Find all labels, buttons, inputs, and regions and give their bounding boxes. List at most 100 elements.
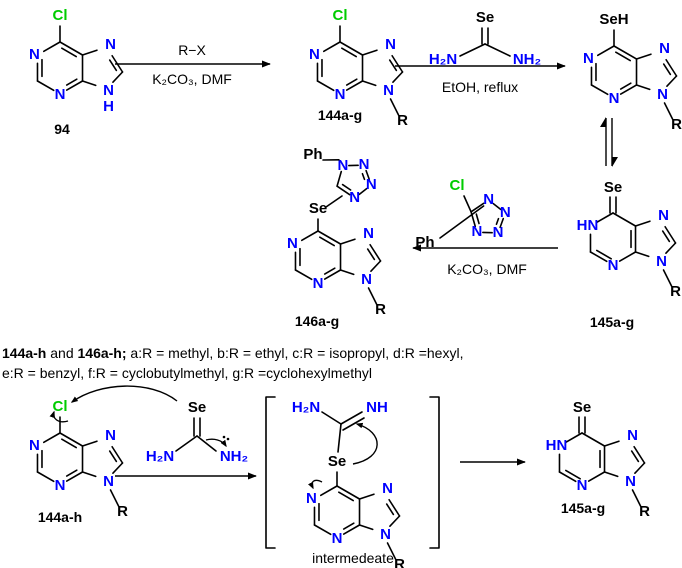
bond [492,202,502,211]
double-bond [388,59,398,72]
atom-n: N [103,82,114,99]
atom-n: N [363,225,374,242]
atom-n: N [29,46,40,63]
double-bond [341,183,352,191]
atom-n: N [332,530,343,547]
atom-cl-tetrazole: Cl [450,177,465,194]
bond [345,80,364,91]
bond [590,84,609,96]
bond [367,287,378,305]
double-bond [475,213,480,225]
atom-n: N [105,427,116,444]
double-bond [595,249,612,260]
bond [634,251,650,258]
atom-nh-intermediate: NH [366,399,388,416]
bond [339,269,355,276]
atom-n: N [349,189,360,206]
atom-n: N [29,437,40,454]
bond [42,41,61,53]
atom-n: N [609,90,620,107]
bond [336,485,361,500]
atom-h: H [103,98,114,115]
reaction-arrows [115,60,618,480]
curved-arrow-cl-leave [49,410,69,423]
footnote-line1: 144a-h and 146a-h; a:R = methyl, b:R = e… [2,345,463,361]
bond [603,471,619,478]
step1-reagent: R−X [178,42,206,58]
atom-nh: HN [577,217,599,234]
bond [596,45,615,57]
intermediate-brackets [265,396,440,549]
double-bond [61,438,78,449]
bond [370,260,382,273]
bond [499,217,505,229]
bond [589,251,608,263]
double-bond [619,82,632,90]
atom-n: N [383,82,394,99]
atom-n: N [493,224,504,241]
atom-r: R [670,283,681,300]
atom-n: N [309,46,320,63]
bond [300,230,319,242]
atom-cl-94: Cl [53,7,68,24]
bond [631,489,642,507]
bond [112,71,124,83]
atom-n: N [359,156,370,173]
atom-r: R [639,503,650,520]
bond [634,462,646,475]
atom-n: N [380,526,391,543]
atom-labels: Cl Cl SeH Se Se Cl Ph Ph Se H₂N NH₂ Cl S… [53,7,629,470]
atom-n: N [627,427,638,444]
bond [319,485,338,497]
bond [663,102,674,120]
double-bond [661,230,671,243]
bond [322,41,341,53]
double-bond [564,469,581,480]
curved-arrow-ring [307,479,323,490]
bond [619,84,638,95]
bond [81,80,97,87]
atom-r: R [375,301,386,318]
extra-bonds [59,25,617,487]
bond [587,471,606,482]
atom-n: N [583,50,594,67]
bond [635,53,652,60]
atom-n: N [335,86,346,103]
atom-n: N [382,480,393,497]
bond [613,45,638,60]
atom-r: R [394,556,405,568]
bond [388,498,401,517]
atom-nh: HN [546,437,568,454]
bond [81,471,97,478]
reaction-conditions: R−X K₂CO₃, DMF EtOH, reflux K₂CO₃, DMF [152,42,527,277]
bond [392,71,404,83]
label-146a-g: 146a-g [295,313,339,329]
label-144a-g: 144a-g [318,107,362,123]
atom-se-reagent-top: Se [476,9,494,26]
atom-n: N [366,176,377,193]
step2-conditions: EtOH, reflux [442,79,518,95]
label-144a-h: 144a-h [38,509,82,525]
bond [36,80,55,92]
bond [65,80,84,91]
label-145a-g-bottom: 145a-g [561,500,605,516]
bond [112,462,124,475]
bond [313,524,332,536]
bond [389,98,400,116]
atom-n: N [608,257,619,274]
bond [81,440,98,447]
bond [558,471,577,483]
atom-h2n-reagent-bottom: H₂N [146,448,174,465]
label-94: 94 [54,121,70,137]
atom-se-reagent-bottom: Se [188,399,206,416]
bond [618,251,637,262]
atom-nh2-reagent-top: NH₂ [513,51,541,68]
bond [361,80,377,87]
atom-se-146: Se [309,200,327,217]
atom-nh2-reagent-bottom: NH₂ [220,448,248,465]
atom-h2n-intermediate: H₂N [292,399,320,416]
atom-r: R [671,116,682,133]
